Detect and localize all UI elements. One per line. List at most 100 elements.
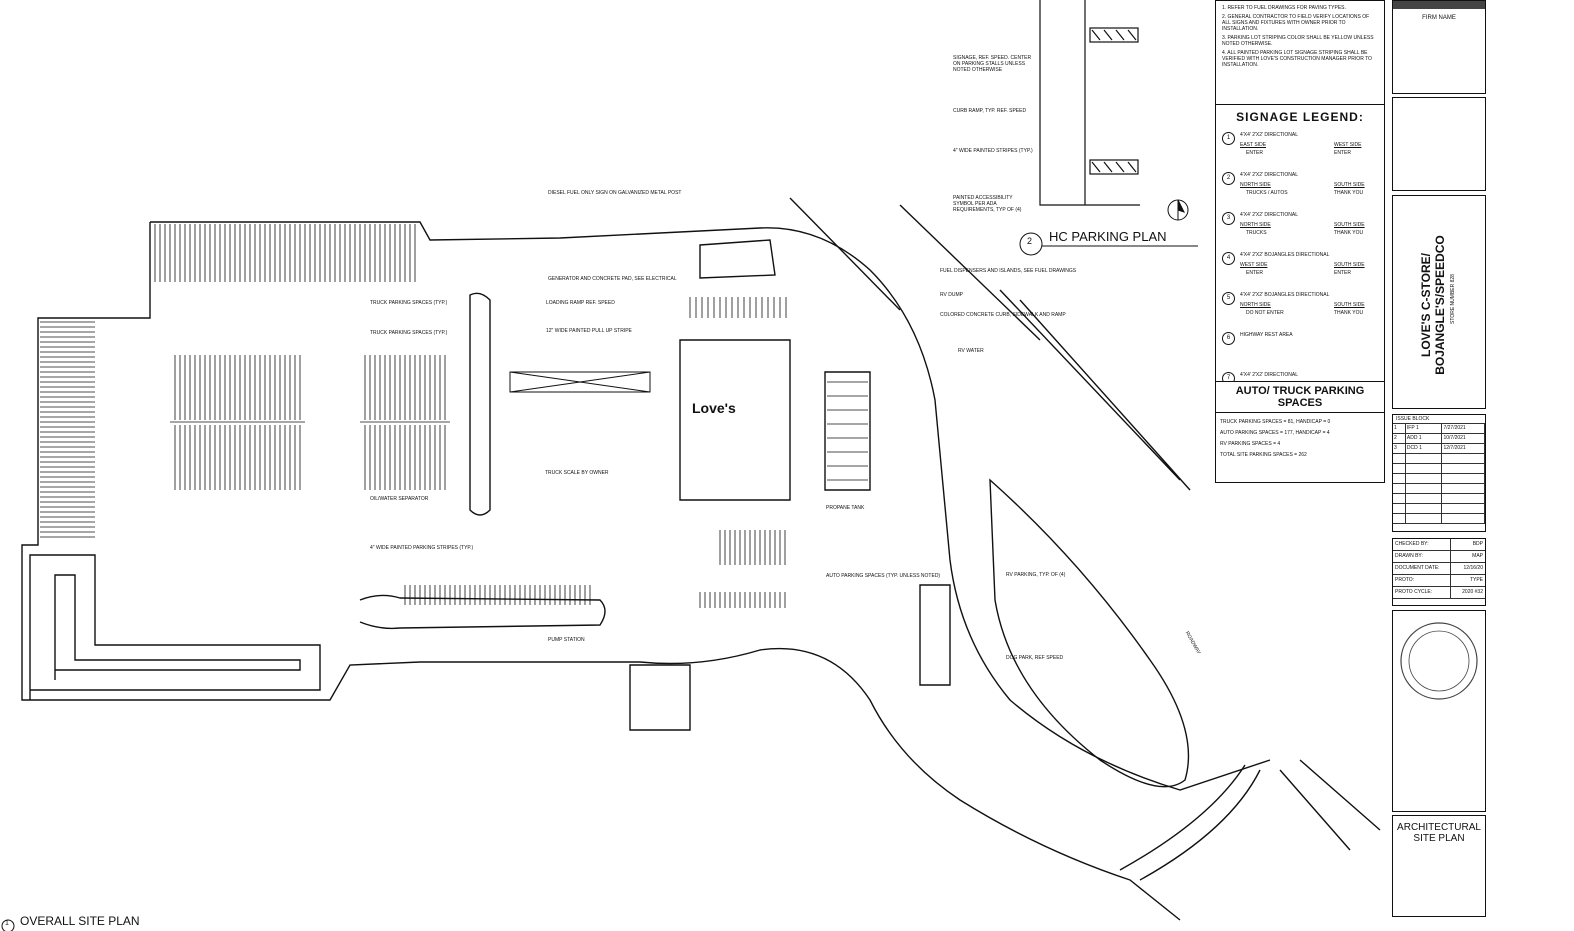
legend-a-text: ENTER: [1246, 150, 1263, 156]
revision-row: [1393, 504, 1485, 514]
parking-count-row: TRUCK PARKING SPACES = 81, HANDICAP = 0: [1220, 419, 1331, 425]
dog-park: [919, 584, 951, 686]
revision-no: [1393, 514, 1406, 523]
seal-block: [1392, 610, 1486, 812]
fuel-canopy-auto: [699, 239, 776, 279]
revision-row: [1393, 514, 1485, 524]
signage-legend: SIGNAGE LEGEND: 14'x4' 2'x2' DIRECTIONAL…: [1215, 104, 1385, 396]
revision-row: [1393, 464, 1485, 474]
legend-desc: 4'x4' 2'x2' DIRECTIONAL: [1240, 212, 1299, 218]
revision-desc: ADD 1: [1406, 434, 1443, 443]
general-notes: 1. REFER TO FUEL DRAWINGS FOR PAVING TYP…: [1215, 0, 1385, 105]
hc-parking-detail: [1039, 0, 1140, 206]
parking-count-row: RV PARKING SPACES = 4: [1220, 441, 1281, 447]
hc-callout-signage: SIGNAGE, REF. SPEED. CENTER ON PARKING S…: [953, 55, 1032, 73]
revision-date: 10/7/2021: [1442, 434, 1485, 443]
revision-row: [1393, 474, 1485, 484]
hc-callout-curb-ramp: CURB RAMP, TYP. REF. SPEED: [953, 108, 1027, 114]
revision-row: [1393, 494, 1485, 504]
signage-legend-item: 5 4'x4' 2'x2' BOJANGLES DIRECTIONAL NORTH …: [1216, 288, 1384, 328]
detail-view-title: [1019, 232, 1198, 256]
sheet-title: ARCHITECTURAL SITE PLAN: [1397, 822, 1481, 844]
general-note: 1. REFER TO FUEL DRAWINGS FOR PAVING TYP…: [1222, 5, 1346, 11]
legend-a-head: EAST SIDE: [1240, 142, 1267, 148]
callout-rv-water: RV WATER: [958, 348, 984, 354]
project-block: LOVE'S C-STORE/ BOJANGLE'S/SPEEDCO STORE…: [1392, 195, 1486, 409]
field-label: DOCUMENT DATE:: [1393, 563, 1451, 574]
legend-number: 6: [1222, 332, 1235, 345]
parking-count-row: AUTO PARKING SPACES = 177, HANDICAP = 4: [1220, 430, 1330, 436]
legend-desc: 4'x4' 2'x2' BOJANGLES DIRECTIONAL: [1240, 252, 1330, 258]
callout-propane-tank: PROPANE TANK: [826, 505, 865, 511]
revision-desc: [1406, 504, 1443, 513]
store-building: [679, 339, 791, 501]
callout-auto-parking: AUTO PARKING SPACES (TYP. UNLESS NOTED): [826, 573, 941, 579]
revision-row: [1393, 484, 1485, 494]
legend-a-head: WEST SIDE: [1240, 262, 1268, 268]
title-field: PROTO CYCLE: 2020 #32: [1393, 587, 1485, 599]
revision-no: 1: [1393, 424, 1406, 433]
main-view-title-text: OVERALL SITE PLAN: [20, 914, 140, 928]
revision-date: [1442, 484, 1485, 493]
revision-no: [1393, 494, 1406, 503]
revision-date: [1442, 474, 1485, 483]
stamp-block: [1392, 97, 1486, 191]
callout-truck-parking-2: TRUCK PARKING SPACES (TYP.): [370, 330, 448, 336]
field-label: PROTO:: [1393, 575, 1451, 586]
callout-rv-parking: RV PARKING, TYP. OF (4): [1006, 572, 1066, 578]
field-value: 12/16/20: [1463, 565, 1483, 571]
field-label: DRAWN BY:: [1393, 551, 1451, 562]
field-value: TYPE: [1469, 577, 1483, 583]
legend-b-text: THANK YOU: [1334, 310, 1364, 316]
legend-number: 1: [1222, 132, 1235, 145]
legend-a-head: NORTH SIDE: [1240, 222, 1271, 228]
general-note: 3. PARKING LOT STRIPING COLOR SHALL BE Y…: [1222, 35, 1374, 47]
drive-loop-outer: [29, 554, 321, 700]
revision-date: [1442, 504, 1485, 513]
parking-stripes: [40, 224, 868, 608]
legend-b-text: THANK YOU: [1334, 230, 1364, 236]
callout-pull-up-stripe: 12" WIDE PAINTED PULL UP STRIPE: [546, 328, 632, 334]
revision-no: [1393, 464, 1406, 473]
loves-logo: Love's: [692, 400, 736, 416]
field-value: MAP: [1472, 553, 1483, 559]
legend-desc: 4'x4' 2'x2' BOJANGLES DIRECTIONAL: [1240, 292, 1330, 298]
legend-b-head: SOUTH SIDE: [1334, 262, 1365, 268]
legend-number: 2: [1222, 172, 1235, 185]
issue-block-title: ISSUE BLOCK: [1393, 415, 1485, 424]
revision-row: [1393, 454, 1485, 464]
callout-colored-concrete: COLORED CONCRETE CURB, SIDEWALK AND RAMP: [940, 312, 1066, 318]
detail-view-number: 2: [1027, 236, 1033, 246]
legend-b-text: THANK YOU: [1334, 190, 1364, 196]
legend-b-head: SOUTH SIDE: [1334, 222, 1365, 228]
field-label: CHECKED BY:: [1393, 539, 1451, 550]
revision-no: [1393, 504, 1406, 513]
field-label: PROTO CYCLE:: [1393, 587, 1451, 598]
legend-a-head: NORTH SIDE: [1240, 302, 1271, 308]
revision-date: [1442, 464, 1485, 473]
sheet-title-block: ARCHITECTURAL SITE PLAN: [1392, 815, 1486, 917]
auto-fuel-canopy: [824, 371, 871, 491]
revision-no: [1393, 484, 1406, 493]
title-field: PROTO: TYPE: [1393, 575, 1485, 587]
revision-date: 7/27/2021: [1442, 424, 1485, 433]
revision-desc: [1406, 494, 1443, 503]
legend-b-head: WEST SIDE: [1334, 142, 1362, 148]
revision-no: 2: [1393, 434, 1406, 443]
project-title: LOVE'S C-STORE/ BOJANGLE'S/SPEEDCO: [1419, 235, 1447, 375]
revision-no: [1393, 474, 1406, 483]
callout-truck-scale: TRUCK SCALE BY OWNER: [545, 470, 609, 476]
legend-b-text: ENTER: [1334, 270, 1351, 276]
north-arrow-icon: [1167, 199, 1189, 221]
legend-desc: 4'x4' 2'x2' DIRECTIONAL: [1240, 172, 1299, 178]
revision-no: 3: [1393, 444, 1406, 453]
field-value: 2020 #32: [1462, 589, 1483, 595]
revision-no: [1393, 454, 1406, 463]
legend-number: 5: [1222, 292, 1235, 305]
revision-date: [1442, 454, 1485, 463]
